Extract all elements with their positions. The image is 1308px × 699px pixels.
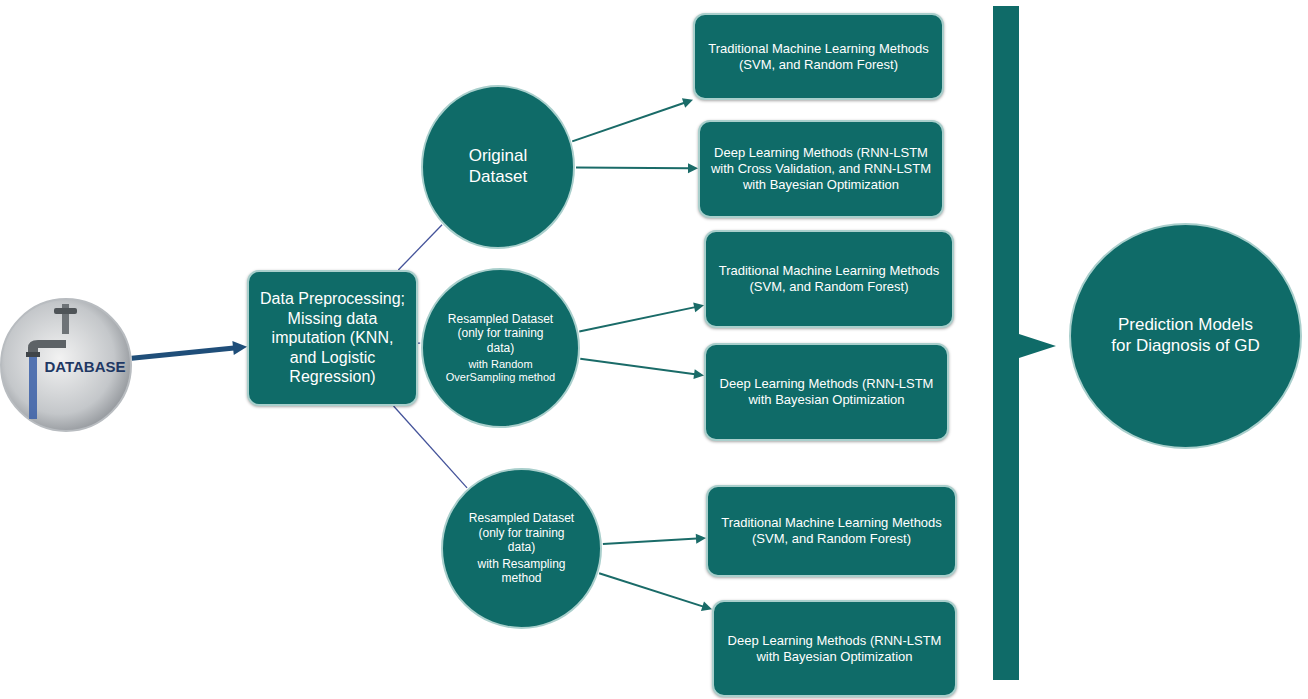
process-box: Data Preprocessing; Missing data imputat… [247,270,418,406]
database-circle: DATABASE [0,298,132,432]
connector-arrow [579,302,704,331]
database-label: DATABASE [44,358,125,376]
node-text: with Resampling method [464,557,580,586]
connector-arrow [418,343,420,344]
node-text: Deep Learning Methods (RNN-LSTM with Bay… [724,633,945,665]
connector-arrow [576,163,698,173]
connector-arrow [572,98,693,141]
connector-arrow [603,534,706,544]
node-text: Traditional Machine Learning Methods (SV… [716,263,942,295]
node-text: Deep Learning Methods (RNN-LSTM with Cro… [710,145,932,193]
node-text: Data Preprocessing; Missing data imputat… [259,289,406,387]
process-box: Deep Learning Methods (RNN-LSTM with Bay… [704,343,949,441]
node-text: with Random OverSampling method [443,358,559,385]
node-text: Original Dataset [439,146,557,187]
process-box: Deep Learning Methods (RNN-LSTM with Bay… [712,600,957,697]
dataset-circle: Resampled Dataset (only for training dat… [420,267,581,429]
process-box: Traditional Machine Learning Methods (SV… [693,13,944,100]
merge-bracket [993,6,1056,680]
process-box: Deep Learning Methods (RNN-LSTM with Cro… [698,120,944,218]
node-text: Resampled Dataset (only for training dat… [464,511,580,555]
dataset-circle: Resampled Dataset (only for training dat… [440,467,603,630]
node-text: Prediction Models for Diagnosis of GD [1111,315,1261,356]
node-text: Traditional Machine Learning Methods (SV… [718,515,945,547]
connector-arrow [132,341,247,358]
process-box: Traditional Machine Learning Methods (SV… [704,230,954,328]
connector-arrow [599,573,712,611]
connector-arrow [394,406,467,488]
node-text: Resampled Dataset (only for training dat… [443,312,559,356]
connector-arrow [580,359,704,379]
process-box: Traditional Machine Learning Methods (SV… [706,485,957,577]
connector-arrow [398,225,442,270]
dataset-circle: Prediction Models for Diagnosis of GD [1068,222,1303,450]
dataset-circle: Original Dataset [420,84,576,250]
node-text: Traditional Machine Learning Methods (SV… [705,41,932,73]
node-text: Deep Learning Methods (RNN-LSTM with Bay… [716,376,937,408]
